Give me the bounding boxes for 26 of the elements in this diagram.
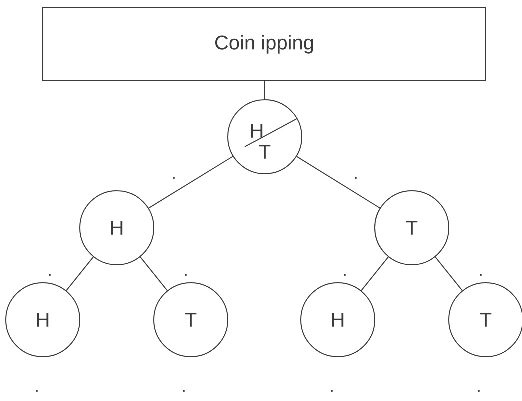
probability-label: . (36, 390, 38, 392)
edge-label: . (342, 273, 348, 277)
connector-line (296, 156, 381, 209)
circle-node: H (6, 282, 80, 358)
split-circle (228, 100, 302, 174)
circle-node: H (300, 282, 376, 358)
connector-line (361, 256, 389, 292)
circle-label: H (251, 124, 263, 138)
edge-label: . (352, 176, 360, 180)
edge-label: . (46, 273, 54, 277)
circle-node: T (154, 282, 228, 358)
probability-label: . (478, 390, 480, 392)
circle-label: T (259, 145, 271, 159)
edge-label: . (170, 176, 178, 180)
probability-label: . (331, 390, 333, 392)
connector-line (148, 156, 234, 209)
circle-node: T (374, 190, 450, 266)
circle-node: H (80, 190, 154, 266)
title-box: Coin ipping (42, 8, 486, 82)
connector-line (264, 81, 266, 100)
connector-line (140, 256, 168, 292)
connector-line (66, 256, 94, 292)
probability-label: . (183, 390, 185, 392)
edge-label: . (182, 273, 190, 277)
edge-label: . (478, 273, 484, 277)
connector-line (435, 256, 463, 292)
